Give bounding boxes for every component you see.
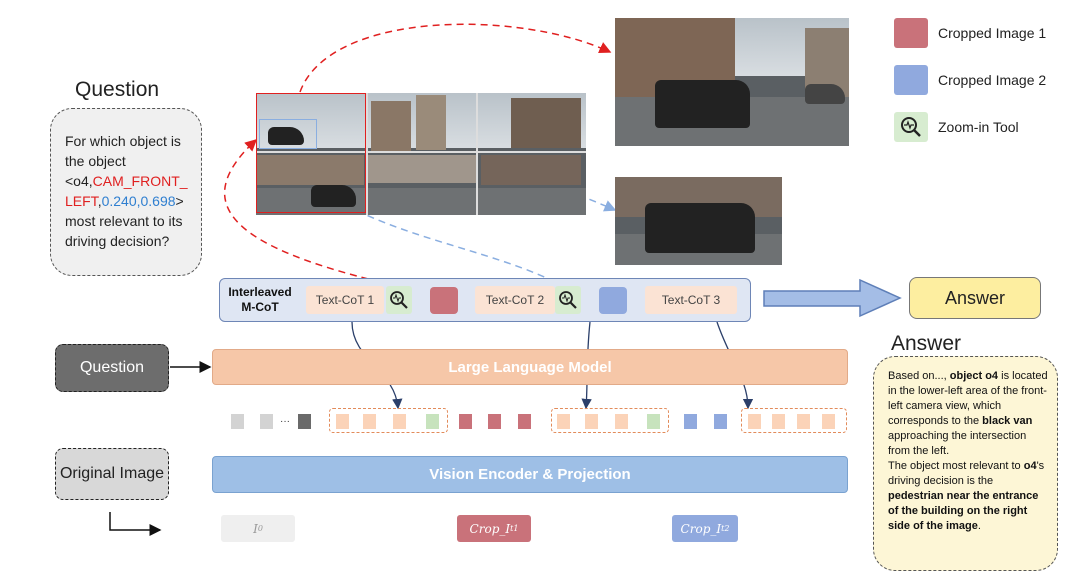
answer-p1-a: Based on..., — [888, 370, 950, 382]
text-token — [822, 414, 835, 429]
token-ellipsis: ··· — [280, 416, 290, 427]
zoom-in-icon — [559, 291, 577, 309]
image-label-crop1-text: Crop_I — [469, 521, 511, 536]
question-box: For which object is the object <o4,CAM_F… — [50, 108, 202, 276]
zoom-tool-1 — [386, 286, 412, 314]
crop-region-1 — [256, 93, 366, 213]
answer-p1-c: is located in the lower-left area of the… — [888, 370, 1048, 427]
crop-region-2 — [259, 119, 317, 149]
crop2-token — [599, 287, 627, 314]
answer-p2-c: 's driving decision is the — [888, 460, 1045, 487]
crop1-image-token — [518, 414, 531, 429]
text-token — [585, 414, 598, 429]
crop1-image-token — [488, 414, 501, 429]
multiview-image — [256, 93, 586, 215]
token-dark — [298, 414, 311, 429]
question-camera: CAM_FRONT_ LEFT — [65, 173, 188, 209]
question-coords: 0.240,0.698 — [101, 193, 176, 209]
text-token — [615, 414, 628, 429]
answer-p1-d: black van — [982, 415, 1033, 427]
crop1-token — [430, 287, 458, 314]
crop1-image-token — [459, 414, 472, 429]
legend-label-zoom: Zoom-in Tool — [938, 119, 1019, 135]
cropped-image-1-photo — [615, 18, 849, 146]
image-label-crop2-text: Crop_I — [680, 521, 722, 536]
zoom-token — [647, 414, 660, 429]
zoom-in-icon — [390, 291, 408, 309]
answer-text-box: Based on..., object o4 is located in the… — [873, 356, 1058, 571]
text-token — [748, 414, 761, 429]
question-text-2: > most relevant to its driving decision? — [65, 193, 184, 249]
answer-p2-b: o4 — [1023, 460, 1037, 472]
legend-label-crop1: Cropped Image 1 — [938, 25, 1047, 41]
text-token-group-2 — [551, 408, 669, 433]
token-gray-1 — [231, 414, 244, 429]
image-label-i0-text: I — [253, 521, 258, 536]
text-token — [363, 414, 376, 429]
original-image-input-box: Original Image — [55, 448, 169, 500]
question-text-1: For which object is the object <o4, — [65, 133, 181, 189]
question-title: Question — [75, 78, 160, 101]
answer-p2-d: pedestrian near the entrance of the buil… — [888, 490, 1039, 532]
crop2-image-token — [684, 414, 697, 429]
mcot-label: Interleaved M-CoT — [228, 285, 292, 314]
text-token-group-3 — [741, 408, 847, 433]
legend-swatch-zoom — [894, 112, 928, 142]
crop2-image-token — [714, 414, 727, 429]
legend-swatch-crop2 — [894, 65, 928, 95]
image-to-labels-arrow — [109, 512, 162, 536]
legend-swatch-crop1 — [894, 18, 928, 48]
question-comma: , — [97, 193, 102, 209]
answer-p2-a: The object most relevant to — [888, 460, 1024, 472]
big-arrow-to-answer — [763, 278, 902, 318]
legend-label-crop2: Cropped Image 2 — [938, 72, 1047, 88]
answer-p1-e: approaching the intersection from the le… — [888, 430, 1027, 457]
zoom-tool-2 — [555, 286, 581, 314]
text-token — [557, 414, 570, 429]
zoom-in-icon — [901, 117, 921, 137]
token-gray-2 — [260, 414, 273, 429]
zoom-token — [426, 414, 439, 429]
question-input-box: Question — [55, 344, 169, 392]
answer-p2-e: . — [977, 520, 981, 532]
text-cot-2: Text-CoT 2 — [475, 286, 555, 314]
text-token — [393, 414, 406, 429]
image-label-crop2-sub: t2 — [721, 524, 730, 533]
text-token — [336, 414, 349, 429]
text-token — [797, 414, 810, 429]
answer-p1-b: object o4 — [949, 370, 999, 382]
text-cot-3: Text-CoT 3 — [645, 286, 737, 314]
image-label-crop1-sub: t1 — [510, 524, 519, 533]
text-token — [772, 414, 785, 429]
red-dashed-arrow-top — [299, 23, 612, 93]
cropped-image-2-photo — [615, 177, 782, 265]
large-language-model-block: Large Language Model — [212, 349, 848, 385]
image-label-i0-sub: 0 — [257, 524, 263, 533]
answer-title: Answer — [891, 332, 962, 355]
answer-box-top: Answer — [909, 277, 1041, 319]
text-token-group-1 — [329, 408, 448, 433]
text-cot-1: Text-CoT 1 — [306, 286, 384, 314]
vision-encoder-block: Vision Encoder & Projection — [212, 456, 848, 493]
